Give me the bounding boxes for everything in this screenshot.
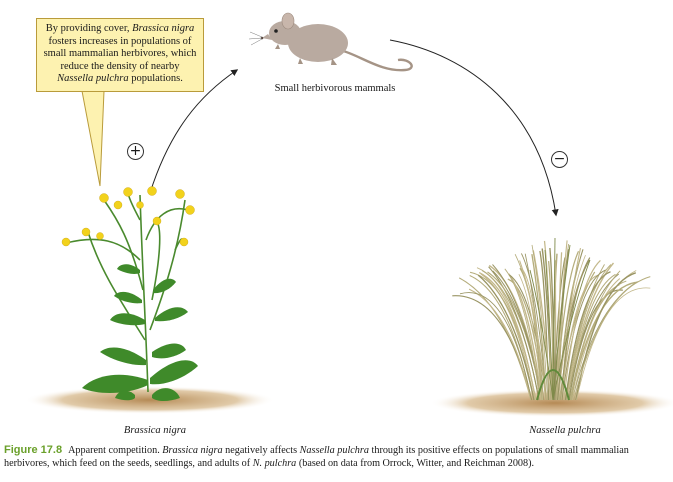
grass-stem bbox=[552, 259, 591, 401]
figure-number: Figure 17.8 bbox=[4, 444, 63, 456]
grass-blade bbox=[576, 287, 651, 401]
caption-species-a: Brassica nigra bbox=[162, 445, 223, 456]
caption-title: Apparent competition. bbox=[68, 445, 160, 456]
nassella-label: Nassella pulchra bbox=[529, 425, 601, 436]
grass-blade bbox=[518, 274, 542, 401]
caption-text-b: through its positive effects on populati… bbox=[4, 445, 629, 469]
grass-blade bbox=[568, 289, 623, 401]
grass-blade bbox=[492, 264, 542, 401]
caption-text-c: (based on data from Orrock, Witter, and … bbox=[296, 458, 535, 469]
callout-text-3: populations. bbox=[128, 73, 183, 85]
callout-species-2: Nassella pulchra bbox=[57, 73, 129, 85]
callout-text-2: fosters increases in populations of smal… bbox=[43, 35, 197, 72]
grass-blade bbox=[459, 292, 533, 401]
figure-caption: Figure 17.8 Apparent competition. Brassic… bbox=[4, 444, 670, 470]
grass-stem bbox=[552, 237, 556, 401]
grass-blade bbox=[504, 268, 540, 401]
caption-text-a: negatively affects bbox=[222, 445, 300, 456]
grass-stem bbox=[529, 269, 554, 401]
negative-effect-sign: − bbox=[551, 151, 568, 168]
mammals-label: Small herbivorous mammals bbox=[274, 83, 396, 94]
grass-blade bbox=[458, 277, 532, 401]
soil-patch-right bbox=[430, 389, 673, 417]
caption-species-b: Nassella pulchra bbox=[299, 445, 369, 456]
grass-stem bbox=[552, 244, 571, 401]
grass-blade bbox=[564, 271, 611, 401]
grass-blade bbox=[531, 244, 549, 401]
brassica-label: Brassica nigra bbox=[123, 425, 187, 436]
callout-box: By providing cover, Brassica nigra foste… bbox=[36, 18, 204, 92]
callout-pointer bbox=[81, 90, 105, 187]
caption-species-c: N. pulchra bbox=[252, 458, 297, 469]
grass-blade bbox=[532, 250, 552, 401]
soil-patch-left bbox=[25, 386, 275, 414]
grass-blade bbox=[521, 268, 544, 401]
grass-blade bbox=[573, 276, 651, 401]
grass-blade bbox=[563, 259, 601, 401]
callout-species-1: Brassica nigra bbox=[132, 23, 195, 34]
grass-blade bbox=[507, 273, 542, 401]
arrow-plant-to-mammals bbox=[149, 69, 239, 194]
grass-tuft-illustration bbox=[452, 237, 651, 401]
grass-blade bbox=[478, 272, 537, 401]
grass-blade bbox=[560, 274, 599, 401]
arrow-mammals-to-grass bbox=[389, 39, 559, 217]
grass-blade bbox=[488, 266, 540, 401]
mouse-illustration bbox=[248, 12, 413, 72]
grass-blade bbox=[561, 269, 606, 401]
grass-stem bbox=[544, 249, 554, 401]
callout-text-1: By providing cover, bbox=[45, 23, 130, 34]
grass-blade bbox=[560, 257, 591, 401]
grass-blade bbox=[566, 262, 615, 401]
grass-base bbox=[536, 369, 570, 401]
positive-effect-sign: + bbox=[127, 143, 144, 160]
mustard-plant-illustration bbox=[61, 186, 198, 401]
grass-blade bbox=[477, 274, 535, 401]
